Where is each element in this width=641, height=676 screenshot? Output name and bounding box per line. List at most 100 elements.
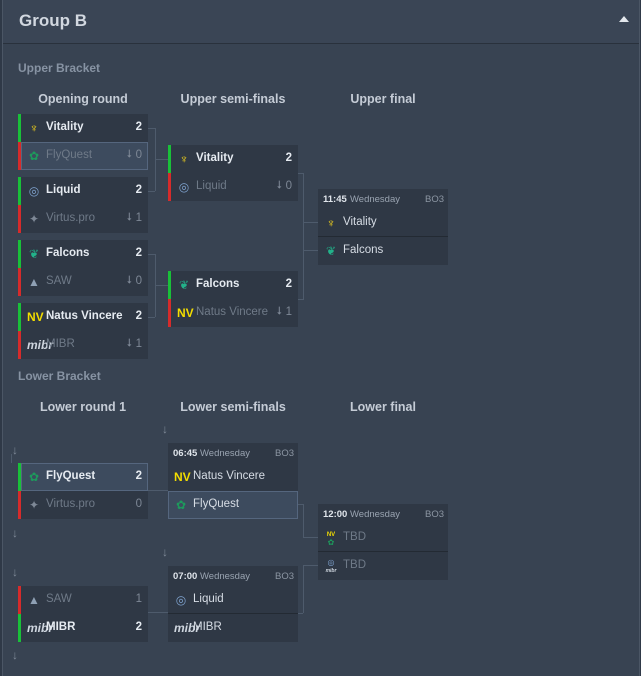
team-row[interactable]: mibr MIBR [168, 614, 298, 642]
collapse-caret-icon[interactable] [619, 16, 629, 22]
connector-line [298, 504, 303, 505]
connector-line [148, 128, 155, 129]
team-row[interactable]: mibr MIBR ⭣ 1 [18, 331, 148, 359]
virtuspro-logo-icon: ✦ [28, 212, 40, 226]
connector-line [303, 504, 304, 538]
navi-logo-icon: NV [27, 310, 44, 324]
upper-bracket-title: Upper Bracket [18, 61, 101, 75]
navi-logo-icon: NV [174, 470, 191, 484]
round-title-lower-r1: Lower round 1 [39, 400, 127, 414]
team-name: Falcons [343, 244, 384, 256]
connector-line [155, 285, 168, 286]
team-score: 2 [285, 152, 292, 164]
team-score: 0 [135, 275, 142, 287]
team-name: TBD [343, 531, 366, 543]
team-name: MIBR [46, 338, 75, 350]
down-arrow-icon: ⭣ [276, 179, 282, 191]
team-row[interactable]: NV Natus Vincere 2 [18, 303, 148, 331]
connector-line [148, 490, 168, 491]
team-score: 0 [285, 180, 292, 192]
team-name: Falcons [46, 247, 90, 259]
match-format: BO3 [274, 448, 294, 459]
connector-line [303, 173, 304, 300]
down-arrow-icon: ⭣ [276, 305, 282, 317]
down-arrow-icon: ↓ [12, 565, 18, 579]
round-title-lower-final: Lower final [350, 400, 416, 414]
team-row[interactable]: ◎ Liquid ⭣ 0 [168, 173, 298, 201]
divider [318, 236, 448, 237]
connector-line [303, 222, 318, 223]
team-row[interactable]: ✿ FlyQuest [168, 491, 298, 519]
team-name: TBD [343, 559, 366, 571]
match-time: 07:00 [173, 571, 198, 582]
team-name: Virtus.pro [46, 498, 96, 510]
team-row[interactable]: ❦ Falcons 2 [168, 271, 298, 299]
team-row[interactable]: ♆ Vitality 2 [18, 114, 148, 142]
team-name: Vitality [46, 121, 84, 133]
navi-logo-icon: NV [177, 306, 194, 320]
team-name: FlyQuest [46, 149, 93, 161]
team-row[interactable]: NV Natus Vincere ⭣ 1 [168, 299, 298, 327]
match-time: 06:45 [173, 448, 198, 459]
team-score: 2 [135, 247, 142, 259]
falcons-logo-icon: ❦ [325, 244, 337, 258]
divider [168, 613, 298, 614]
team-row[interactable]: ◎mibr TBD [318, 552, 448, 580]
team-row[interactable]: ▲ SAW 1 [18, 586, 148, 614]
match-day: Wednesday [200, 448, 250, 459]
team-row[interactable]: NV Natus Vincere [168, 463, 298, 491]
team-name: FlyQuest [46, 470, 96, 482]
liquid-logo-icon: ◎ [175, 593, 187, 607]
match-header[interactable]: 06:45 Wednesday BO3 [168, 443, 298, 463]
team-row[interactable]: NV✿ TBD [318, 524, 448, 552]
down-arrow-icon: ↓ [12, 443, 18, 457]
team-row[interactable]: ✿ FlyQuest ⭣ 0 [18, 142, 148, 170]
match-format: BO3 [274, 571, 294, 582]
team-score: 1 [135, 593, 142, 605]
team-name: Falcons [196, 278, 240, 290]
team-row[interactable]: ♆ Vitality [318, 209, 448, 237]
team-row[interactable]: ✿ FlyQuest 2 [18, 463, 148, 491]
match-header[interactable]: 11:45 Wednesday BO3 [318, 189, 448, 209]
down-arrow-icon: ↓ [162, 422, 168, 436]
match-header[interactable]: 07:00 Wednesday BO3 [168, 566, 298, 586]
saw-logo-icon: ▲ [28, 593, 40, 607]
group-header[interactable]: Group B [3, 0, 639, 44]
team-row[interactable]: ✦ Virtus.pro 0 [18, 491, 148, 519]
team-score: 2 [135, 310, 142, 322]
down-arrow-icon: ↓ [12, 648, 18, 662]
team-score: 2 [285, 278, 292, 290]
team-row[interactable]: ▲ SAW ⭣ 0 [18, 268, 148, 296]
connector-line [298, 613, 303, 614]
connector-line [303, 250, 318, 251]
connector-line [303, 565, 304, 613]
down-arrow-icon: ⭣ [126, 274, 132, 286]
round-title-upper-semis: Upper semi-finals [180, 92, 286, 106]
round-title-upper-final: Upper final [350, 92, 416, 106]
team-row[interactable]: ❦ Falcons [318, 237, 448, 265]
connector-line [148, 191, 155, 192]
team-name: MIBR [193, 621, 222, 633]
connector-line [148, 612, 168, 613]
team-row[interactable]: ♆ Vitality 2 [168, 145, 298, 173]
team-row[interactable]: ❦ Falcons 2 [18, 240, 148, 268]
team-name: Virtus.pro [46, 212, 96, 224]
team-row[interactable]: ◎ Liquid 2 [18, 177, 148, 205]
team-score: 0 [135, 149, 142, 161]
flyquest-logo-icon: ✿ [175, 498, 187, 512]
team-row[interactable]: ✦ Virtus.pro ⭣ 1 [18, 205, 148, 233]
team-name: MIBR [46, 621, 76, 633]
mibr-logo-icon: mibr [27, 621, 54, 635]
team-name: SAW [46, 593, 72, 605]
team-name: FlyQuest [193, 498, 240, 510]
match-header[interactable]: 12:00 Wednesday BO3 [318, 504, 448, 524]
team-name: Liquid [46, 184, 81, 196]
connector-line [303, 565, 318, 566]
falcons-logo-icon: ❦ [28, 247, 40, 261]
team-row[interactable]: ◎ Liquid [168, 586, 298, 614]
team-row[interactable]: mibr MIBR 2 [18, 614, 148, 642]
connector-line [155, 159, 168, 160]
divider [318, 551, 448, 552]
down-arrow-icon: ↓ [12, 526, 18, 540]
